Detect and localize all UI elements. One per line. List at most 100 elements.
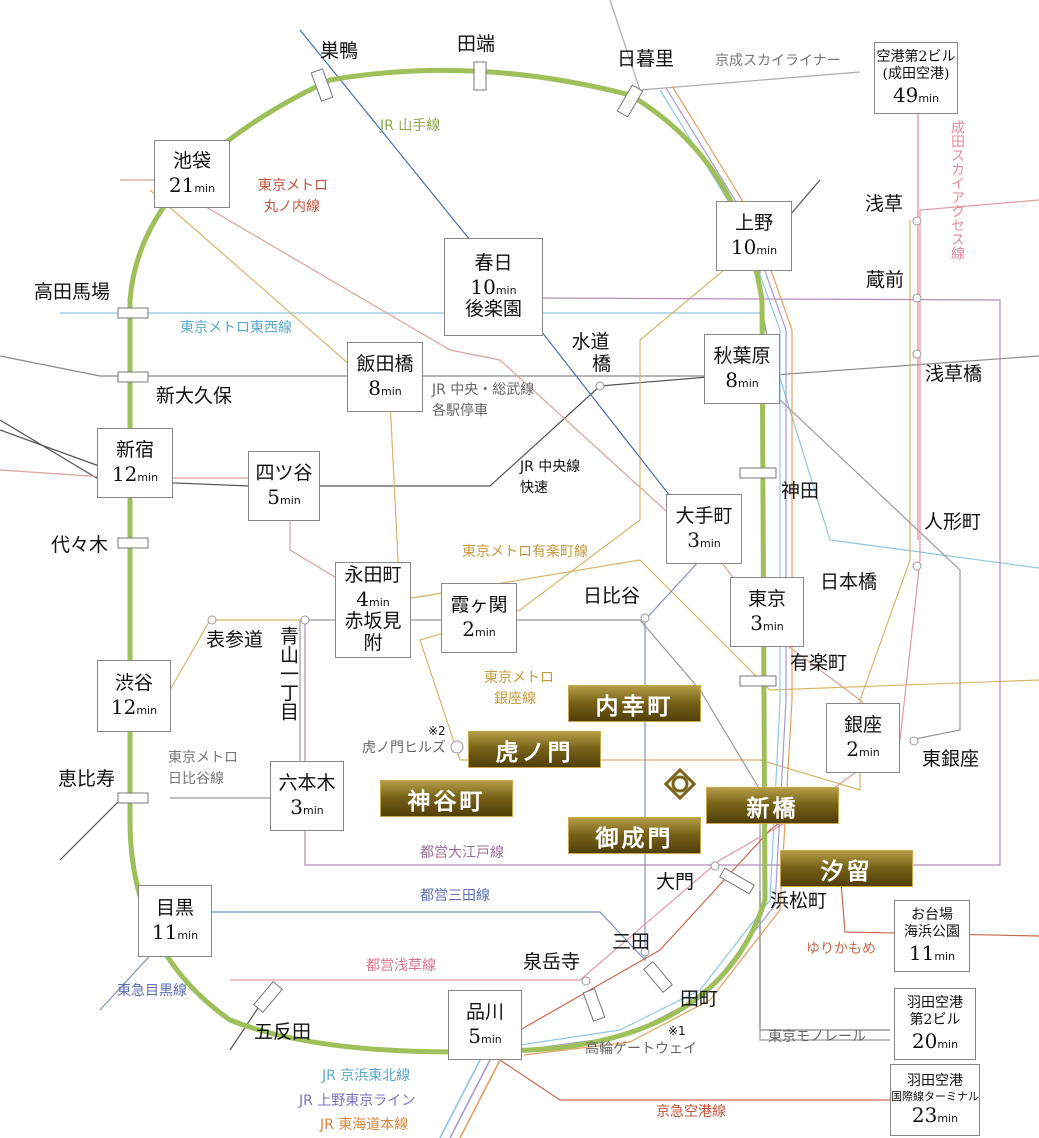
station-time: 5 — [468, 1023, 481, 1048]
line-marunouchi — [120, 179, 901, 741]
time-unit: min — [136, 703, 158, 717]
line-label-oedo: 都営大江戸線 — [420, 845, 504, 861]
station-haneda3[interactable]: 羽田空港 国際線ターミナル 23min — [890, 1064, 980, 1136]
station-tokyo[interactable]: 東京 3min — [730, 577, 804, 647]
time-unit: min — [737, 376, 759, 390]
label-shinokubo: 新大久保 — [156, 385, 233, 407]
node-higashiginza — [909, 736, 919, 746]
featured-onarimon[interactable]: 御成門 — [568, 817, 701, 854]
featured-toranomon[interactable]: 虎ノ門 — [468, 731, 601, 768]
tick-sugamo — [310, 68, 334, 102]
line-chuo-sobu — [0, 355, 1039, 377]
line-label-asakusa: 都営浅草線 — [366, 958, 436, 974]
station-odaiba[interactable]: お台場 海浜公園 11min — [894, 900, 970, 972]
line-label-chuo-sobu-1: JR 中央・総武線 — [432, 382, 535, 398]
node-kuramae — [912, 293, 922, 303]
station-time: 3 — [290, 794, 303, 819]
line-yurakucho — [149, 189, 1039, 691]
line-label-hibiya-2: 日比谷線 — [168, 771, 224, 787]
station-name: 新宿 — [115, 439, 154, 462]
station-kasuga[interactable]: 春日 10min 後楽園 — [444, 238, 543, 336]
label-asakusabashi: 浅草橋 — [925, 363, 983, 385]
tick-kanda — [739, 467, 777, 479]
station-name-2: 第2ビル — [909, 1012, 961, 1028]
label-takanawa: 高輪ゲートウェイ — [585, 1041, 697, 1057]
tick-hamamatsucho — [719, 867, 755, 895]
line-label-narita-access: 成田スカイアクセス線 — [949, 120, 965, 260]
tick-tamachi — [643, 960, 673, 994]
label-omotesando: 表参道 — [206, 629, 264, 651]
station-shinagawa[interactable]: 品川 5min — [448, 990, 522, 1060]
station-kasumigaseki[interactable]: 霞ヶ関 2min — [441, 583, 517, 653]
line-label-keihintohoku: JR 京浜東北線 — [322, 1068, 411, 1084]
node-mita — [640, 947, 650, 957]
line-keisei — [609, 0, 861, 91]
label-suidobashi: 水道 橋 — [570, 333, 612, 374]
featured-shiodome[interactable]: 汐留 — [780, 850, 913, 887]
label-toranomonhills: 虎ノ門ヒルズ — [362, 740, 446, 756]
station-name: 羽田空港 — [907, 995, 963, 1012]
station-yotsuya[interactable]: 四ツ谷 5min — [248, 451, 320, 521]
station-time: 5 — [267, 484, 280, 509]
label-note1: ※1 — [668, 1024, 686, 1038]
station-time: 3 — [750, 610, 763, 635]
line-ginza — [419, 220, 911, 791]
label-kanda: 神田 — [781, 480, 820, 502]
station-roppongi[interactable]: 六本木 3min — [270, 761, 344, 831]
node-asakusabashi — [912, 349, 922, 359]
node-suidobashi — [595, 381, 605, 391]
station-name: 秋葉原 — [713, 345, 771, 368]
node-hibiya — [640, 613, 650, 623]
label-tabata: 田端 — [457, 33, 496, 55]
station-time: 20 — [911, 1028, 938, 1053]
tick-takadanobaba — [117, 307, 149, 319]
station-name: 銀座 — [843, 714, 882, 737]
station-name: 六本木 — [278, 772, 336, 795]
label-daimon: 大門 — [656, 871, 695, 893]
station-name-2: (成田空港) — [882, 66, 950, 82]
station-time: 3 — [687, 527, 700, 552]
line-asakusa — [230, 199, 1039, 981]
station-ginza[interactable]: 銀座 2min — [826, 703, 900, 773]
line-ebisu-tail — [59, 799, 121, 861]
station-shibuya[interactable]: 渋谷 12min — [97, 660, 171, 732]
featured-shinbashi[interactable]: 新橋 — [706, 787, 839, 824]
node-aoyama — [300, 615, 310, 625]
line-chuo-rapid — [0, 375, 721, 487]
time-unit: min — [480, 1032, 502, 1046]
line-label-keisei: 京成スカイライナー — [715, 53, 841, 69]
station-shinjuku[interactable]: 新宿 12min — [97, 428, 173, 498]
brand-logo-icon — [663, 767, 697, 801]
label-kuramae: 蔵前 — [866, 269, 905, 291]
station-name: 霞ヶ関 — [450, 594, 508, 617]
line-west-tail — [0, 429, 111, 471]
line-label-yamanote: JR 山手線 — [380, 118, 441, 134]
station-nagatacho[interactable]: 永田町 4min 赤坂見附 — [335, 562, 411, 658]
station-otemachi[interactable]: 大手町 3min — [666, 494, 742, 564]
line-label-tokaido: JR 東海道本線 — [320, 1117, 409, 1133]
station-narita[interactable]: 空港第2ビル (成田空港) 49min — [874, 42, 958, 114]
station-time: 8 — [368, 375, 381, 400]
station-ikebukuro[interactable]: 池袋 21min — [154, 140, 230, 208]
station-time: 11 — [908, 940, 935, 965]
tick-yoyogi — [117, 537, 149, 549]
time-unit: min — [177, 928, 199, 942]
label-aoyama: 青山一丁目 — [277, 626, 299, 721]
tick-nippori — [616, 84, 644, 118]
featured-kamiyacho[interactable]: 神谷町 — [380, 780, 513, 817]
label-ebisu: 恵比寿 — [58, 768, 116, 790]
line-label-marunouchi-2: 丸ノ内線 — [264, 199, 320, 215]
line-label-ginza-1: 東京メトロ — [484, 670, 554, 686]
station-iidabashi[interactable]: 飯田橋 8min — [347, 342, 423, 412]
station-subname: 後楽園 — [464, 298, 522, 320]
station-haneda2[interactable]: 羽田空港 第2ビル 20min — [894, 988, 976, 1060]
line-label-monorail: 東京モノレール — [768, 1029, 866, 1045]
station-akihabara[interactable]: 秋葉原 8min — [704, 334, 780, 404]
line-label-keikyu: 京急空港線 — [656, 1104, 726, 1120]
station-ueno[interactable]: 上野 10min — [716, 201, 792, 271]
station-name: 大手町 — [675, 505, 733, 528]
station-meguro[interactable]: 目黒 11min — [138, 885, 212, 957]
tick-shinokubo — [117, 371, 149, 383]
featured-uchisaiwaicho[interactable]: 内幸町 — [568, 685, 701, 722]
line-label-uenotokyo: JR 上野東京ライン — [299, 1093, 416, 1109]
